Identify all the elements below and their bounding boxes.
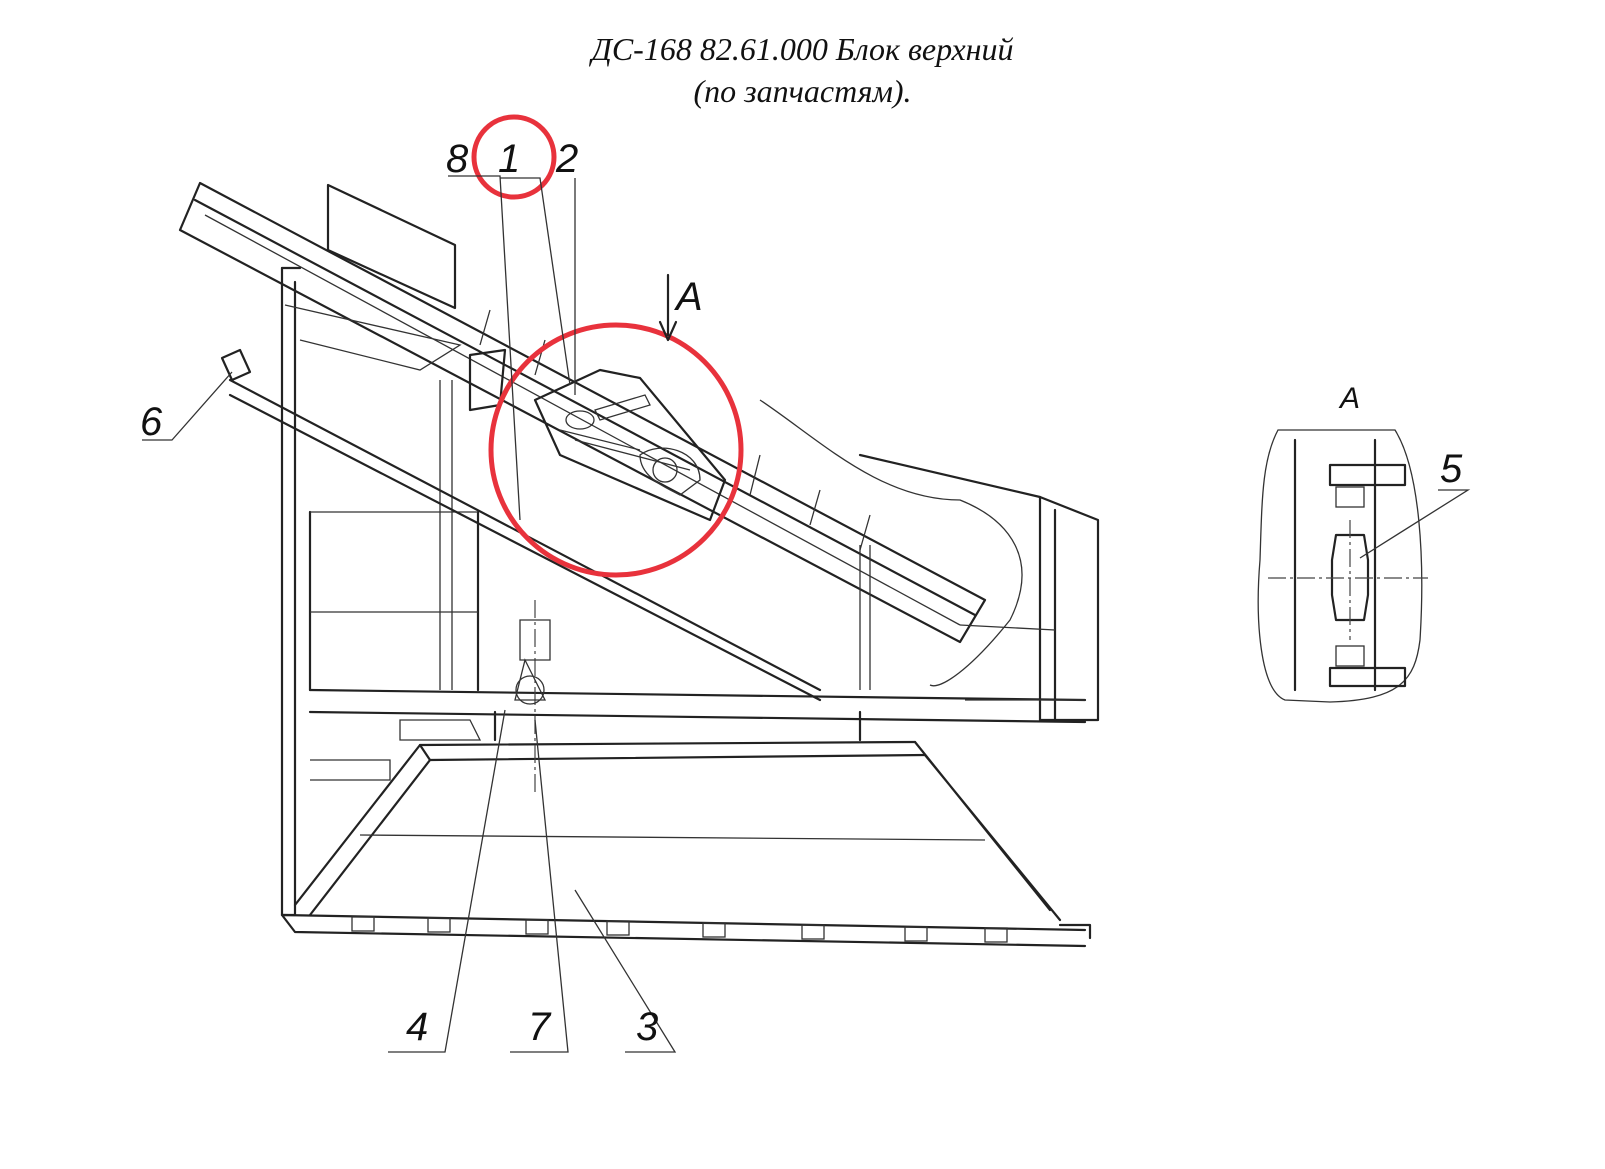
callout-4: 4 [406, 1005, 428, 1049]
callout-numbers: 8 1 2 6 5 4 7 3 [140, 137, 1463, 1049]
view-arrow-a: A [658, 273, 703, 342]
main-frame [178, 181, 1100, 948]
view-arrow-a-label: A [674, 275, 703, 319]
highlight-circle-1 [471, 114, 557, 200]
page-title: ДС-168 82.61.000 Блок верхний (по запчас… [0, 28, 1605, 112]
callout-6: 6 [140, 400, 163, 444]
callout-5: 5 [1440, 447, 1463, 491]
callout-3: 3 [636, 1005, 658, 1049]
callout-8: 8 [446, 137, 469, 181]
callout-1: 1 [498, 137, 520, 181]
title-line-1: ДС-168 82.61.000 Блок верхний [591, 31, 1014, 67]
highlight-circle-assembly [488, 322, 744, 578]
detail-view-a: A [1257, 382, 1428, 703]
callout-7: 7 [528, 1005, 552, 1049]
actuator-assembly [533, 368, 727, 522]
title-line-2: (по запчастям). [693, 73, 912, 109]
leader-lines [142, 175, 1471, 1053]
callout-2: 2 [555, 137, 578, 181]
detail-view-a-label: A [1338, 382, 1360, 415]
base-feet [351, 916, 1008, 943]
